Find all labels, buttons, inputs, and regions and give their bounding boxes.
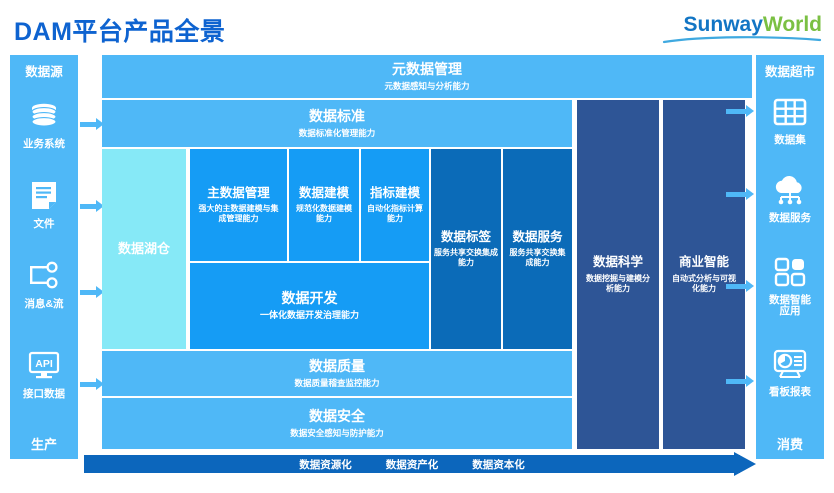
sidebar-item-label: 业务系统 [23,138,65,150]
panel-title: 数据质量 [309,358,365,375]
panel-title: 数据标签 [440,229,491,244]
panel-subtitle: 服务共享交换集成能力 [434,248,498,268]
sidebar-item-business-system[interactable]: 业务系统 [10,95,78,150]
panel-subtitle: 元数据感知与分析能力 [384,81,470,92]
flow-arrow-right-2 [726,188,754,200]
sidebar-item-intelligent-app[interactable]: 数据智能 应用 [756,251,824,317]
panel-master-data-management[interactable]: 主数据管理 强大的主数据建模与集成管理能力 [190,149,287,261]
panel-data-standard[interactable]: 数据标准 数据标准化管理能力 [102,100,572,147]
flow-arrow-right-4 [726,375,754,387]
flow-arrow-left-1 [80,118,104,130]
dashboard-report-icon [756,343,824,385]
database-icon [10,95,78,137]
data-market-footer: 消费 [776,437,803,452]
stage-label-3: 数据资本化 [472,458,525,471]
logo-text-primary: Sunway [683,13,763,36]
sidebar-item-message-stream[interactable]: 消息&流 [10,255,78,310]
cloud-service-icon [756,169,824,211]
grid-table-icon [756,91,824,133]
data-market-column: 数据超市 数据集 数据服务 [756,55,824,459]
panel-title: 商业智能 [678,255,729,270]
brand-logo: SunwayWorld [632,13,822,44]
api-monitor-icon: API [10,345,78,387]
flow-arrow-left-4 [80,378,104,390]
flow-arrow-left-3 [80,286,104,298]
data-source-heading: 数据源 [25,65,63,79]
panel-title: 数据标准 [309,108,365,125]
arrow-shaft [84,455,740,473]
sidebar-item-dataset[interactable]: 数据集 [756,91,824,146]
panel-subtitle: 数据质量稽查监控能力 [294,378,380,389]
sidebar-item-label-line1: 数据智能 [769,294,811,306]
panel-title: 指标建模 [369,185,420,200]
panel-metric-modeling[interactable]: 指标建模 自动化指标计算能力 [361,149,429,261]
panel-data-lakehouse[interactable]: 数据湖仓 [102,149,186,349]
sidebar-item-label: 数据服务 [769,212,811,224]
sidebar-item-label: 接口数据 [23,388,65,400]
panel-title: 数据湖仓 [117,240,170,256]
stage-label-1: 数据资源化 [299,458,352,471]
sidebar-item-label: 看板报表 [769,386,811,398]
platform-diagram: 元数据管理 元数据感知与分析能力 数据标准 数据标准化管理能力 数据湖仓 主数据… [102,55,752,459]
panel-title: 数据开发 [281,290,338,307]
page-title: DAM平台产品全景 [14,18,226,46]
panel-data-security[interactable]: 数据安全 数据安全感知与防护能力 [102,398,572,449]
panel-subtitle: 一体化数据开发治理能力 [259,310,359,321]
panel-title: 主数据管理 [207,185,270,200]
flow-arrow-right-1 [726,105,754,117]
panel-data-science[interactable]: 数据科学 数据挖掘与建模分析能力 [577,100,659,449]
panel-data-quality[interactable]: 数据质量 数据质量稽查监控能力 [102,351,572,396]
page-header: DAM平台产品全景 SunwayWorld [0,0,834,52]
data-source-column: 数据源 业务系统 文件 [10,55,78,459]
flow-arrow-left-2 [80,200,104,212]
panel-subtitle: 自动式分析与可视化能力 [672,273,736,293]
stream-icon [10,255,78,297]
panel-data-modeling[interactable]: 数据建模 规范化数据建模能力 [289,149,359,261]
panel-data-service[interactable]: 数据服务 服务共享交换集成能力 [503,149,572,349]
panel-title: 数据建模 [298,185,349,200]
flow-arrow-right-3 [726,280,754,292]
panel-data-development[interactable]: 数据开发 一体化数据开发治理能力 [190,263,429,349]
data-source-footer: 生产 [30,437,57,452]
panel-metadata-management[interactable]: 元数据管理 元数据感知与分析能力 [102,55,752,98]
sidebar-item-api-data[interactable]: API 接口数据 [10,345,78,400]
svg-text:API: API [35,358,53,370]
panel-data-tag[interactable]: 数据标签 服务共享交换集成能力 [431,149,501,349]
data-market-heading: 数据超市 [764,65,815,79]
panel-subtitle: 数据标准化管理能力 [298,128,376,139]
panel-title: 数据安全 [309,408,365,425]
panel-business-intelligence[interactable]: 商业智能 自动式分析与可视化能力 [663,100,745,449]
sidebar-item-dashboard-report[interactable]: 看板报表 [756,343,824,398]
sidebar-item-label: 数据智能 应用 [756,295,824,317]
logo-text-secondary: World [762,13,822,36]
four-squares-icon [756,251,824,293]
document-icon [10,175,78,217]
sidebar-item-file[interactable]: 文件 [10,175,78,230]
panel-subtitle: 数据挖掘与建模分析能力 [586,273,650,293]
panel-subtitle: 规范化数据建模能力 [296,204,352,224]
panel-subtitle: 强大的主数据建模与集成管理能力 [198,204,279,224]
panel-subtitle: 数据安全感知与防护能力 [290,428,384,439]
value-chain-arrow: 数据资源化 数据资产化 数据资本化 [84,452,764,476]
panel-title: 数据服务 [512,229,563,244]
sidebar-item-label: 数据集 [774,134,806,146]
panel-title: 数据科学 [592,255,643,270]
sidebar-item-label-line2: 应用 [779,305,801,317]
logo-swoosh-icon [662,36,822,44]
panel-title: 元数据管理 [392,61,462,78]
sidebar-item-label: 消息&流 [24,298,64,310]
sidebar-item-label: 文件 [33,218,55,230]
arrow-head [734,452,756,476]
panel-subtitle: 自动化指标计算能力 [367,204,423,224]
stage-label-2: 数据资产化 [385,458,439,471]
panel-subtitle: 服务共享交换集成能力 [509,248,566,268]
sidebar-item-data-service[interactable]: 数据服务 [756,169,824,224]
